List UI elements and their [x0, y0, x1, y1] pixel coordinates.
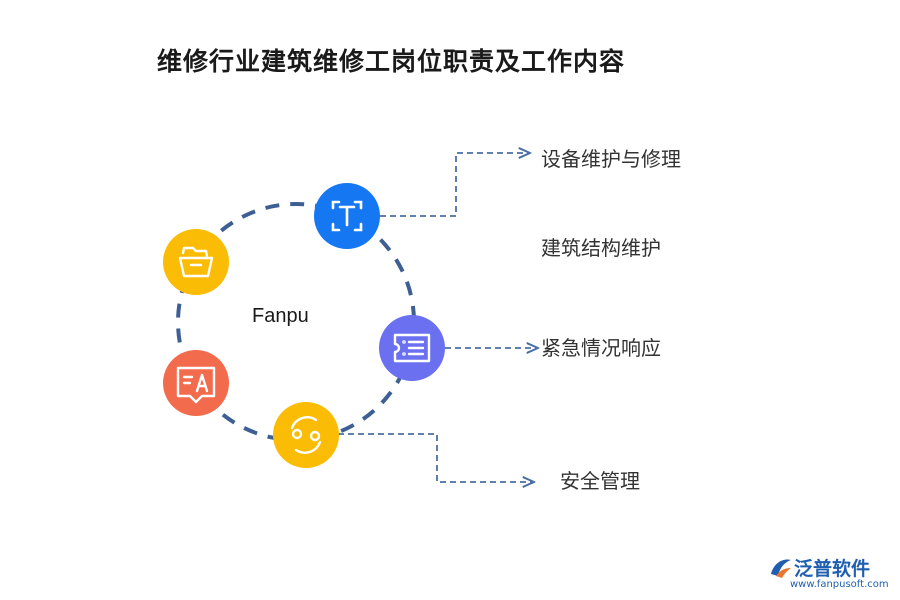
item-label-structure: 建筑结构维护: [541, 236, 661, 260]
text-frame-icon: [331, 200, 363, 232]
folder-icon: [178, 246, 214, 278]
translate-chat-icon: [176, 366, 216, 404]
node-folder: [163, 229, 229, 295]
connector-1: [380, 153, 530, 217]
list-card-icon: [393, 333, 431, 363]
node-translate-chat: [163, 350, 229, 416]
center-label: Fanpu: [252, 305, 309, 327]
item-label-emergency: 紧急情况响应: [541, 336, 661, 360]
connector-4: [338, 433, 534, 482]
logo-name: 泛普软件: [794, 558, 871, 580]
node-list-card: [379, 315, 445, 381]
node-refresh-cycle: [273, 402, 339, 468]
item-label-safety: 安全管理: [560, 469, 640, 493]
node-text-frame: [314, 183, 380, 249]
page-title: 维修行业建筑维修工岗位职责及工作内容: [157, 47, 626, 76]
item-label-equipment: 设备维护与修理: [541, 147, 681, 171]
refresh-cycle-icon: [290, 416, 322, 454]
brand-logo: 泛普软件 www.fanpusoft.com: [768, 552, 892, 596]
logo-url: www.fanpusoft.com: [790, 579, 889, 590]
logo-mark-icon: [771, 559, 791, 578]
